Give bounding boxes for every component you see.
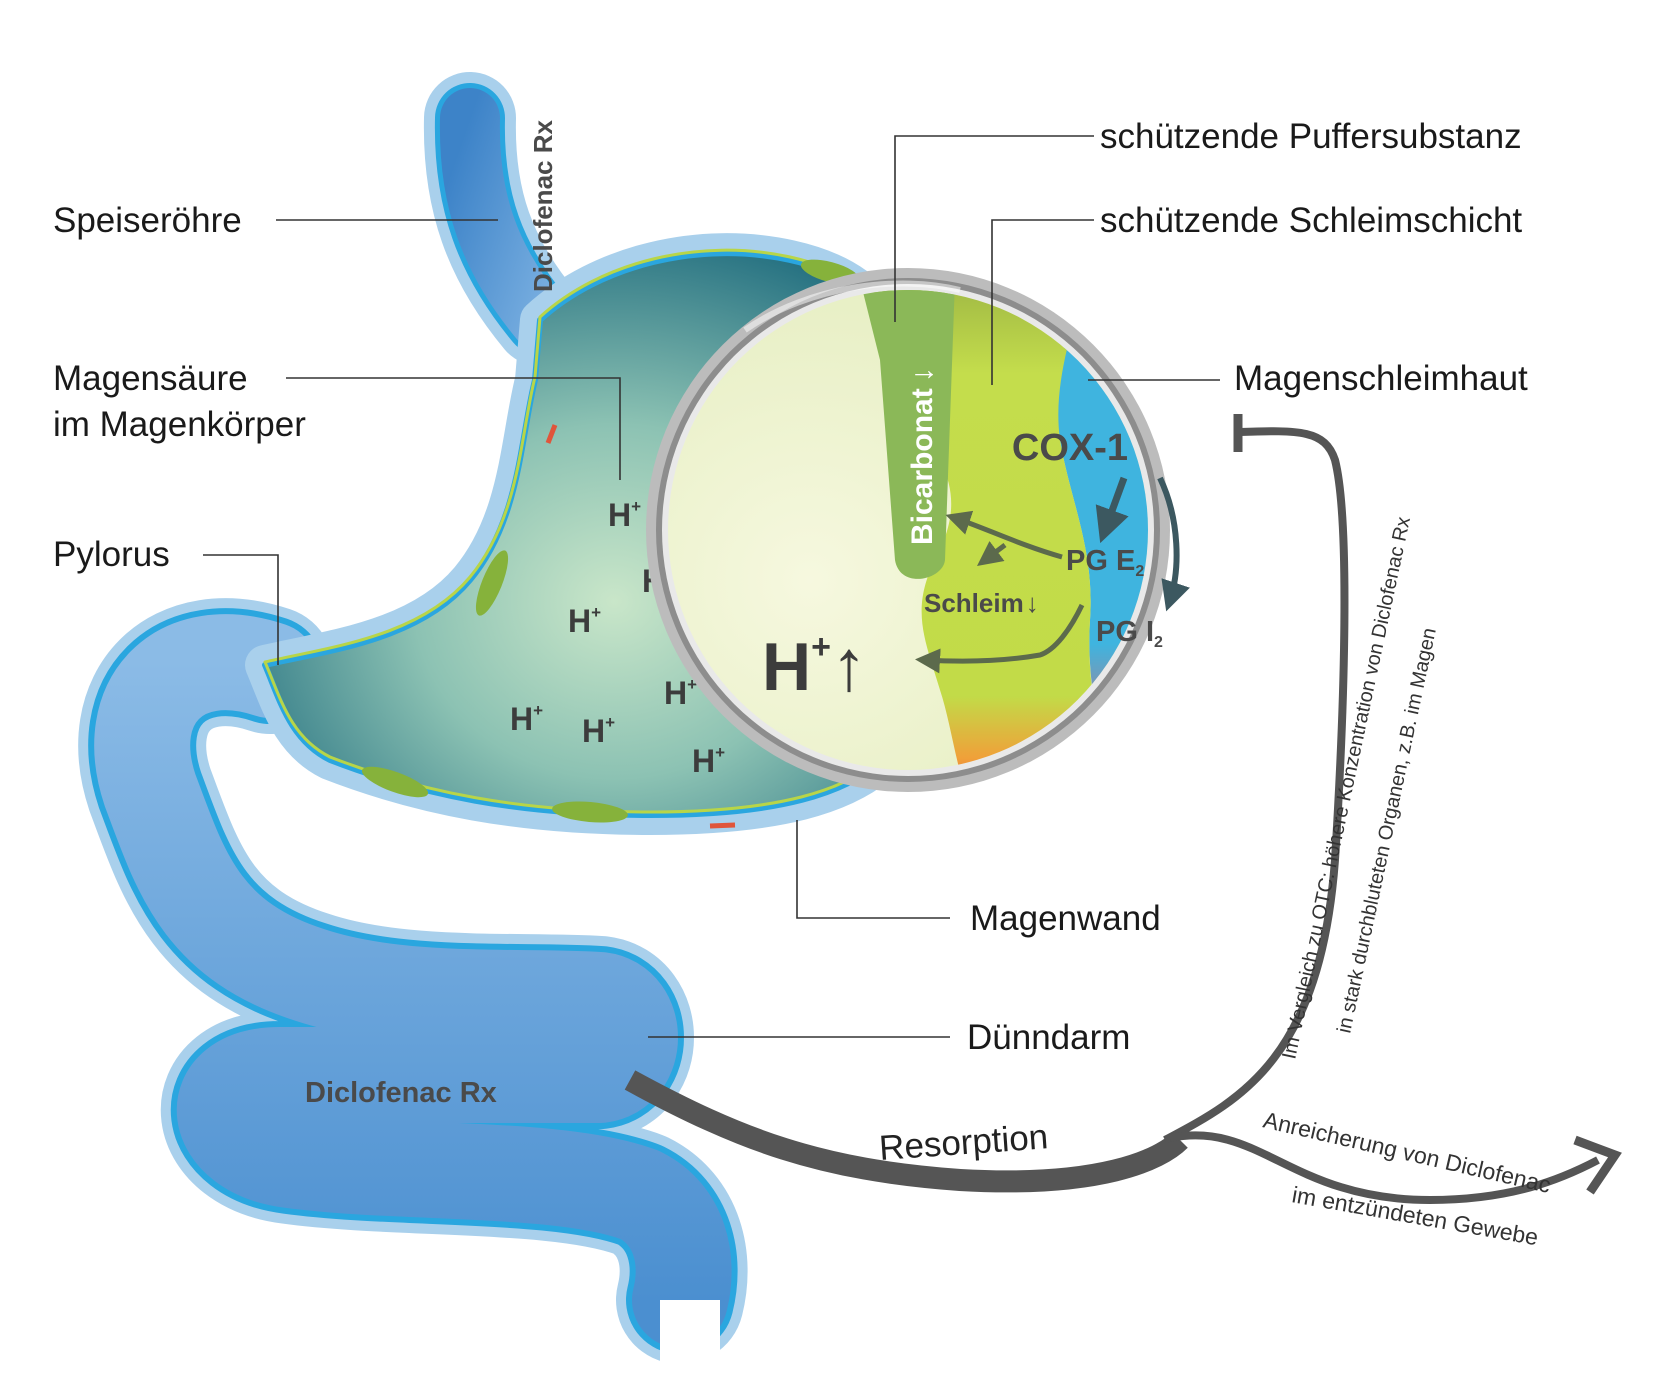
svg-text:H+: H+ [510, 701, 543, 737]
bicarbonat-label: Bicarbonat↓ [906, 367, 939, 545]
comparison-note-2: in stark durchbluteten Organen, z.B. im … [1333, 626, 1441, 1035]
inflamed-tissue-arrow [1169, 1131, 1600, 1205]
svg-text:H+: H+ [582, 713, 615, 749]
label-duenndarm: Dünndarm [967, 1018, 1130, 1057]
pgi2-label: PG I2 [1096, 616, 1163, 651]
h-ion: H [664, 675, 687, 711]
label-magensaeure-1: Magensäure [53, 359, 248, 398]
label-schleimschicht: schützende Schleimschicht [1100, 201, 1522, 240]
bicarbonate-band [860, 290, 955, 579]
pathway-arrows [915, 476, 1190, 674]
label-magenschleimhaut: Magenschleimhaut [1234, 359, 1528, 398]
svg-text:H+: H+ [608, 497, 641, 533]
svg-text:H+: H+ [664, 675, 697, 711]
h-ion: H [608, 497, 631, 533]
pge2-label: PG E2 [1066, 545, 1144, 580]
svg-text:H+: H+ [568, 603, 601, 639]
h-ion: H [582, 713, 605, 749]
small-intestine [78, 598, 748, 1399]
label-puffer: schützende Puffersubstanz [1100, 117, 1522, 156]
mucosa-layer [1057, 290, 1148, 770]
intestine-drug-label: Diclofenac Rx [305, 1077, 497, 1109]
wall-fold [361, 766, 429, 798]
h-ion: H [692, 743, 715, 779]
cox1-label: COX-1 [1012, 427, 1128, 469]
feedback-inhibition-arrow [1163, 427, 1349, 1144]
lens-labels: Bicarbonat↓ COX-1 PG E2 PG I2 Schleim↓ H… [762, 367, 1163, 706]
esophagus [423, 72, 586, 366]
h-increase-label: H+↑ [762, 626, 867, 706]
zoom-lens [646, 268, 1170, 792]
label-magenwand: Magenwand [970, 899, 1161, 938]
wall-fold [552, 801, 628, 823]
label-pylorus: Pylorus [53, 535, 170, 574]
h-ion: H [510, 701, 533, 737]
label-speiseroehre: Speiseröhre [53, 201, 242, 240]
resorption-flow [624, 414, 1622, 1205]
esophagus-drug-label: Diclofenac Rx [528, 120, 558, 292]
resorption-label: Resorption [878, 1117, 1050, 1168]
wall-fold [475, 550, 509, 616]
svg-text:H+: H+ [692, 743, 725, 779]
h-ion: H [568, 603, 591, 639]
stomach-acid-ions: H+ H+ H+ H+ H+ H+ H+ [510, 497, 725, 779]
schleim-label: Schleim↓ [924, 588, 1039, 618]
label-magensaeure-2: im Magenkörper [53, 405, 306, 444]
leader-lines [203, 135, 1220, 1038]
